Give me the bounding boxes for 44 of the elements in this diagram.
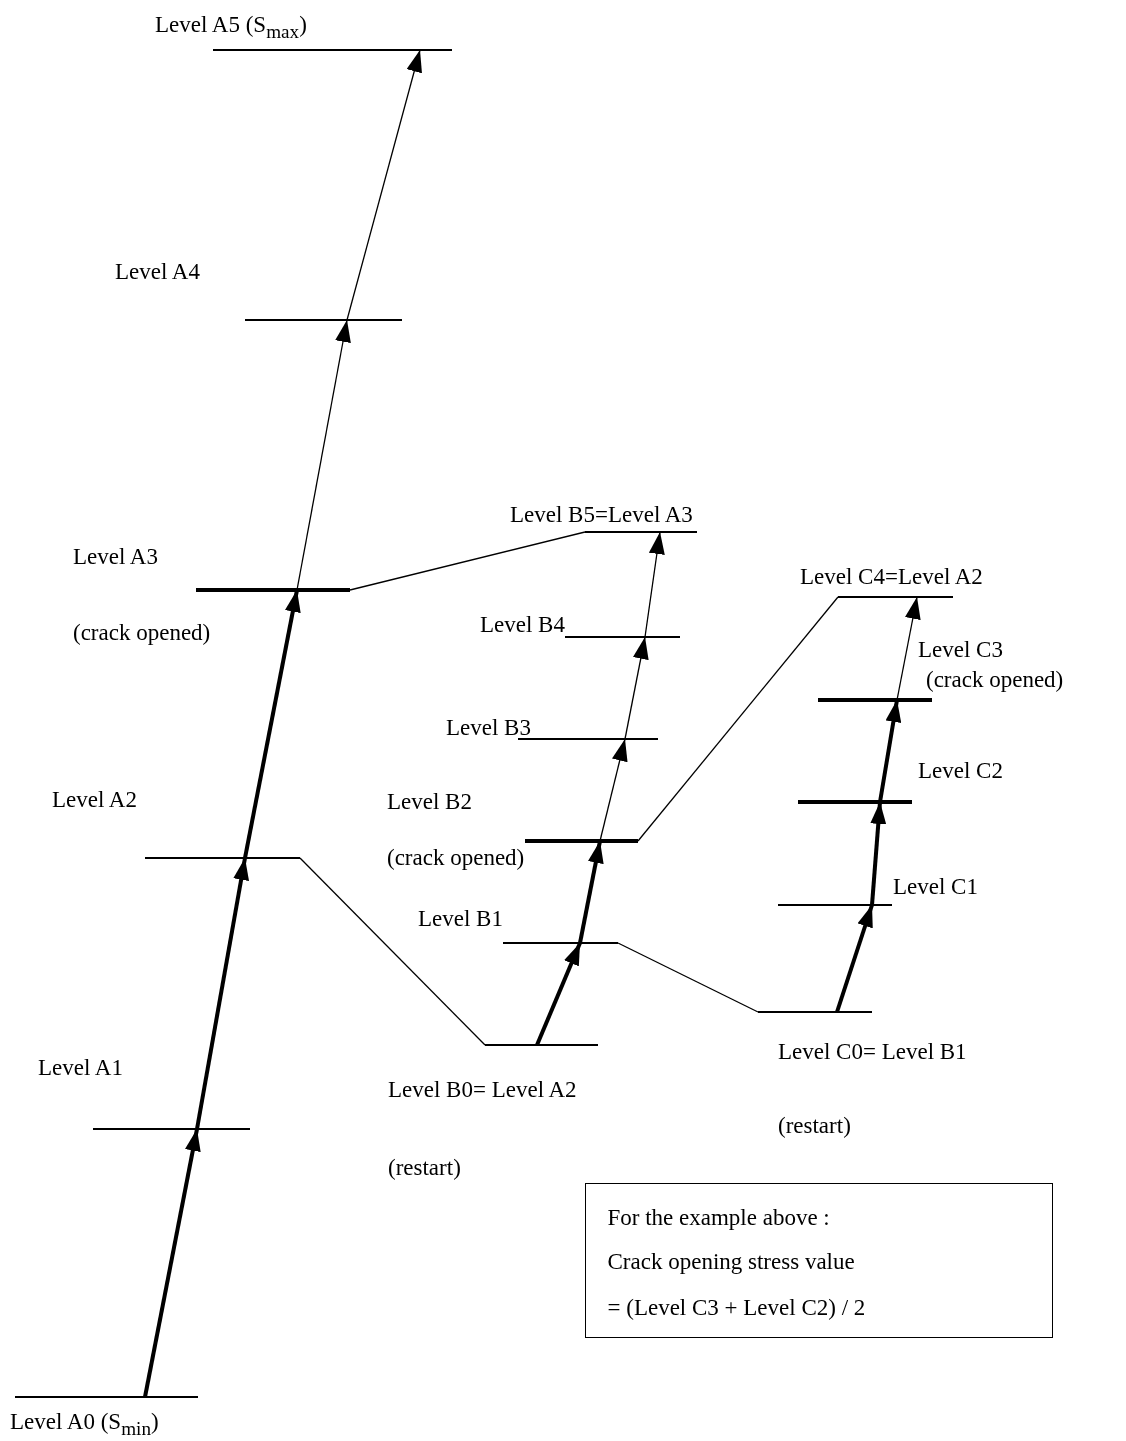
level-note: (restart): [778, 1113, 851, 1139]
level-label: Level C3: [918, 637, 1003, 663]
connector-line: [349, 531, 586, 591]
connector-line: [617, 942, 759, 1013]
arrow: [195, 857, 250, 1130]
level-label: Level B4: [480, 612, 565, 638]
connector-line: [299, 857, 486, 1046]
connector-line: [637, 596, 839, 842]
level-label: Level A3: [73, 544, 158, 570]
level-label: Level B3: [446, 715, 531, 741]
level-label: Level B0= Level A2: [388, 1077, 577, 1103]
note-text: = (Level C3 + Level C2) / 2: [607, 1294, 866, 1321]
level-label: Level B2: [387, 789, 472, 815]
arrow: [535, 942, 582, 1046]
level-label: Level C4=Level A2: [800, 564, 983, 590]
arrow: [346, 49, 422, 321]
level-note: (crack opened): [387, 845, 525, 871]
level-label: Level C0= Level B1: [778, 1039, 967, 1065]
arrow: [835, 904, 874, 1013]
note-text: Crack opening stress value: [607, 1248, 855, 1275]
level-label: Level A4: [115, 259, 200, 285]
arrow: [896, 596, 921, 701]
level-label: Level A0 (S$_{min}$): [10, 1409, 159, 1441]
level-label: Level C1: [893, 874, 978, 900]
arrow: [599, 738, 628, 842]
arrow: [243, 589, 301, 859]
level-note: (crack opened): [926, 667, 1064, 693]
arrow: [578, 840, 604, 944]
level-label: Level C2: [918, 758, 1003, 784]
arrow: [143, 1128, 201, 1398]
arrow: [644, 531, 665, 638]
note-box: [585, 1183, 1053, 1338]
level-note: (restart): [388, 1155, 461, 1181]
level-label: Level B5=Level A3: [510, 502, 693, 528]
level-label: Level A1: [38, 1055, 123, 1081]
arrow: [870, 801, 887, 906]
level-label: Level A5 (S$_{max}$): [155, 12, 307, 44]
arrow: [296, 319, 351, 591]
note-text: For the example above :: [607, 1204, 830, 1231]
level-note: (crack opened): [73, 620, 211, 646]
level-label: Level A2: [52, 787, 137, 813]
level-label: Level B1: [418, 906, 503, 932]
arrow: [878, 699, 902, 803]
arrow: [624, 636, 649, 740]
